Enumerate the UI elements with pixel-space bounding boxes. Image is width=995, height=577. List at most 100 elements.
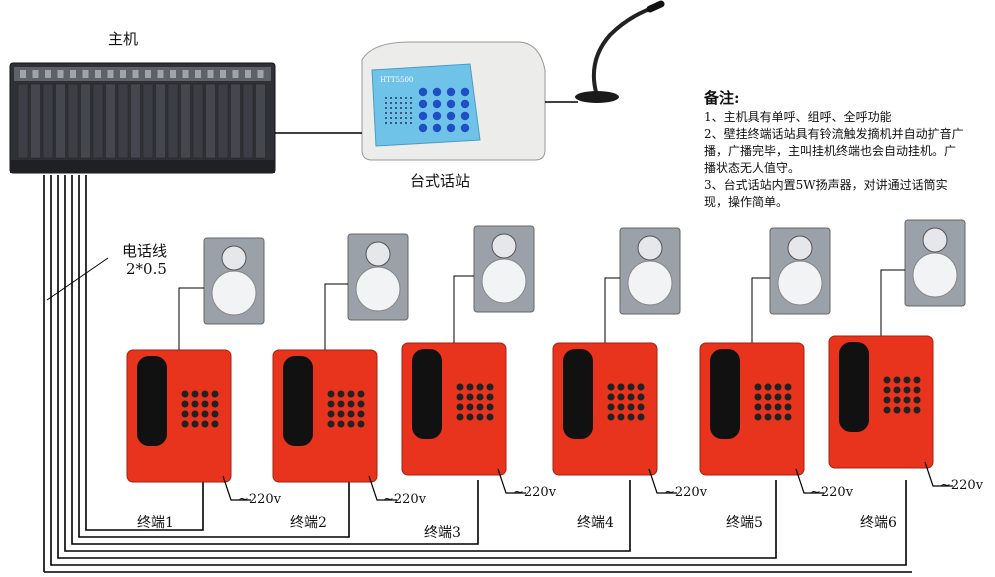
desk-grille-hole <box>400 102 402 104</box>
rack-card <box>180 83 191 159</box>
rack-card <box>55 83 66 159</box>
rack-card <box>217 83 229 159</box>
rack-card-handle <box>95 70 101 78</box>
desk-grille-hole <box>400 112 402 114</box>
handset <box>710 349 740 439</box>
host-rack <box>9 62 276 174</box>
phone-key <box>357 400 365 408</box>
phone-key <box>893 376 901 384</box>
phone-key <box>191 410 199 418</box>
rack-card-handle <box>195 70 201 78</box>
note-item: 1、主机具有单呼、组呼、全呼功能 <box>704 110 892 124</box>
speaker-tweeter <box>637 235 663 261</box>
phone-key <box>637 393 645 401</box>
power-lead <box>648 468 677 494</box>
rack-card-handle <box>70 70 76 78</box>
notes-panel: 备注: 1、主机具有单呼、组呼、全呼功能 2、壁挂终端话站具有铃流触发摘机并自动… <box>704 90 964 211</box>
speaker-wire <box>324 283 348 350</box>
speaker-tweeter <box>787 235 813 261</box>
phone-key <box>337 410 345 418</box>
desk-key <box>446 111 456 121</box>
phone-key <box>327 390 335 398</box>
phone-key <box>617 403 625 411</box>
speaker-tweeter <box>922 227 948 253</box>
desk-grille-hole <box>390 107 392 109</box>
rack-card <box>167 83 179 159</box>
phone-key <box>754 413 762 421</box>
phone-key <box>456 393 464 401</box>
rack-card <box>255 83 266 159</box>
cable-pointer <box>46 257 109 301</box>
desk-model-text: HTT5500 <box>380 76 413 84</box>
handset <box>137 356 167 446</box>
terminal-1-power: ~220v <box>238 492 282 507</box>
rack-card <box>130 83 141 159</box>
terminal-4-label: 终端4 <box>577 515 614 531</box>
desk-grille-hole <box>395 122 397 124</box>
rack-card <box>155 83 166 159</box>
phone-key <box>337 400 345 408</box>
phone-key <box>913 386 921 394</box>
cable-spec: 2*0.5 <box>126 260 167 278</box>
rack-card-handle <box>232 70 239 78</box>
phone-key <box>903 376 911 384</box>
phone-key <box>607 413 615 421</box>
rack-card-handle <box>82 70 89 78</box>
desk-key <box>418 87 428 97</box>
desk-grille-hole <box>410 112 412 114</box>
terminal-station <box>401 225 535 494</box>
rack-card-handle <box>220 70 226 78</box>
phone-key <box>913 406 921 414</box>
rack-card-handle <box>170 70 176 78</box>
terminal-6-label: 终端6 <box>860 515 897 531</box>
desk-grille-hole <box>395 102 397 104</box>
phone-key <box>774 403 782 411</box>
phone-key <box>211 390 219 398</box>
phone-key <box>754 383 762 391</box>
phone-key <box>476 413 484 421</box>
phone-key <box>466 403 474 411</box>
desk-grille-hole <box>400 117 402 119</box>
phone-key <box>764 413 772 421</box>
phone-key <box>181 420 189 428</box>
terminal-station <box>272 233 409 501</box>
phone-key <box>903 406 911 414</box>
phone-key <box>466 413 474 421</box>
rack-card-handle <box>107 70 114 78</box>
speaker-wire <box>453 275 474 343</box>
desk-grille-hole <box>390 102 392 104</box>
desk-station: HTT5500 <box>361 41 546 161</box>
phone-key <box>357 390 365 398</box>
terminal-station <box>699 227 831 494</box>
phone-key <box>476 403 484 411</box>
speaker-tweeter <box>365 241 391 267</box>
trunk-line <box>57 175 777 559</box>
speaker-woofer <box>627 260 673 306</box>
phone-key <box>883 406 891 414</box>
terminal-2-power: ~220v <box>383 492 427 507</box>
phone-key <box>486 403 494 411</box>
phone-key <box>893 386 901 394</box>
rack-card-handle <box>207 70 214 78</box>
desk-grille-hole <box>405 112 407 114</box>
rack-card <box>42 83 54 159</box>
terminal-4-power: ~220v <box>664 485 708 500</box>
phone-key <box>607 383 615 391</box>
phone-key <box>201 420 209 428</box>
desk-station-label: 台式话站 <box>410 172 471 190</box>
rack-card-handle <box>257 70 264 78</box>
terminal-5-label: 终端5 <box>726 515 763 531</box>
phone-key <box>754 403 762 411</box>
terminal-3-power: ~220v <box>513 485 557 500</box>
phone-key <box>617 383 625 391</box>
phone-key <box>476 383 484 391</box>
phone-key <box>784 393 792 401</box>
power-lead <box>222 475 251 501</box>
phone-key <box>893 406 901 414</box>
phone-key <box>327 420 335 428</box>
phone-key <box>347 390 355 398</box>
trunk-line <box>78 175 350 538</box>
rack-card <box>30 83 41 159</box>
desk-grille-hole <box>405 102 407 104</box>
